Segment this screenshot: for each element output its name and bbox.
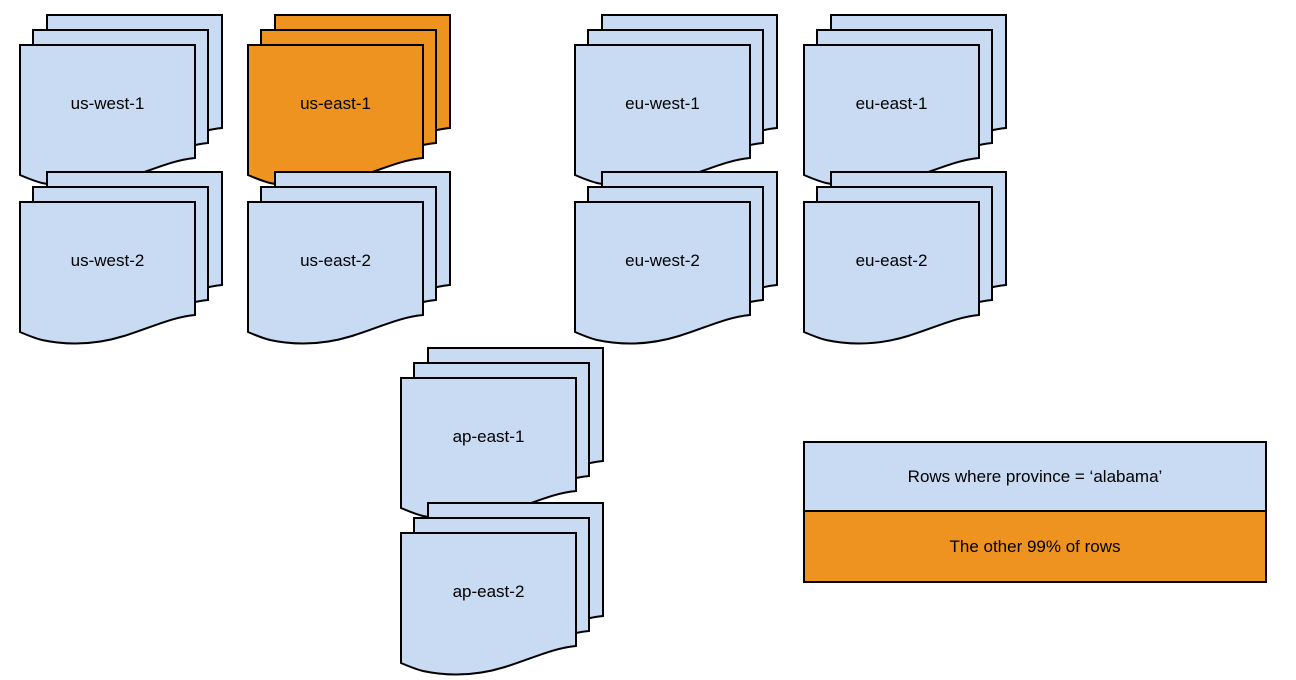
document-sheet-front [574, 201, 751, 345]
document-stack-us-west-1[interactable]: us-west-1 [19, 14, 223, 188]
document-stack-shape [400, 502, 604, 676]
document-stack-shape [803, 14, 1007, 188]
document-stack-us-east-2[interactable]: us-east-2 [247, 171, 451, 345]
legend-row-legend-orange: The other 99% of rows [805, 512, 1265, 581]
document-sheet-front [19, 44, 196, 188]
document-stack-shape [247, 171, 451, 345]
document-stack-shape [400, 347, 604, 521]
legend-label: The other 99% of rows [949, 536, 1121, 556]
document-stack-us-east-1[interactable]: us-east-1 [247, 14, 451, 188]
document-stack-shape [574, 171, 778, 345]
document-stack-ap-east-2[interactable]: ap-east-2 [400, 502, 604, 676]
document-stack-ap-east-1[interactable]: ap-east-1 [400, 347, 604, 521]
legend: Rows where province = ‘alabama’ The other… [803, 441, 1267, 583]
document-sheet-front [19, 201, 196, 345]
document-stack-shape [247, 14, 451, 188]
legend-label: Rows where province = ‘alabama’ [907, 466, 1163, 486]
document-sheet-front [400, 377, 577, 521]
document-sheet-front [247, 201, 424, 345]
document-stack-eu-east-2[interactable]: eu-east-2 [803, 171, 1007, 345]
document-sheet-front [247, 44, 424, 188]
document-stack-us-west-2[interactable]: us-west-2 [19, 171, 223, 345]
document-sheet-front [803, 44, 980, 188]
document-sheet-front [400, 532, 577, 676]
document-sheet-front [803, 201, 980, 345]
document-stack-eu-west-2[interactable]: eu-west-2 [574, 171, 778, 345]
document-stack-shape [574, 14, 778, 188]
document-stack-shape [19, 171, 223, 345]
document-stack-eu-east-1[interactable]: eu-east-1 [803, 14, 1007, 188]
document-stack-shape [19, 14, 223, 188]
document-stack-eu-west-1[interactable]: eu-west-1 [574, 14, 778, 188]
legend-row-legend-blue: Rows where province = ‘alabama’ [805, 443, 1265, 512]
document-stack-shape [803, 171, 1007, 345]
document-sheet-front [574, 44, 751, 188]
